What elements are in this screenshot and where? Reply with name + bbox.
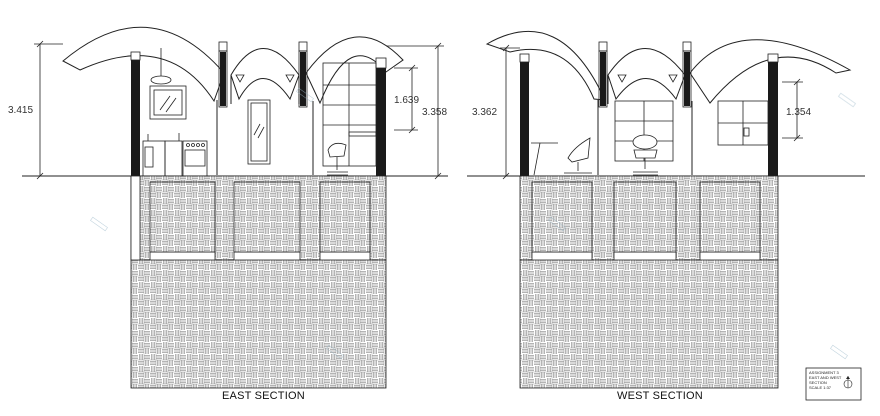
west-dimensions xyxy=(500,44,803,180)
west-vaults xyxy=(485,30,852,175)
east-section-title: EAST SECTION xyxy=(222,390,305,402)
west-section-title: WEST SECTION xyxy=(617,390,703,402)
east-section: 3.415 1.639 3.358 EAST SECTION xyxy=(8,26,448,402)
north-arrow-icon xyxy=(843,376,853,389)
west-foundation xyxy=(519,175,779,389)
west-section: 3.362 1.354 WEST SECTION xyxy=(467,30,865,402)
east-foundation xyxy=(130,175,387,389)
title-block-line4: SCALE 1:37 xyxy=(809,385,832,390)
title-block-line3: SECTION xyxy=(809,380,827,385)
title-block-line2: EAST AND WEST xyxy=(809,375,842,380)
east-vaults xyxy=(62,26,404,175)
west-dim-window: 1.354 xyxy=(786,107,811,118)
east-kitchen xyxy=(142,48,208,177)
title-block: ASSIGNMENT 3 EAST AND WEST SECTION SCALE… xyxy=(805,367,862,401)
west-dim-total: 3.362 xyxy=(472,107,497,118)
east-study xyxy=(322,62,377,176)
east-dim-total: 3.415 xyxy=(8,105,33,116)
east-dim-right: 3.358 xyxy=(422,107,447,118)
west-study xyxy=(531,100,769,176)
east-dim-window: 1.639 xyxy=(394,95,419,106)
east-columns xyxy=(130,41,387,176)
east-door xyxy=(247,99,271,165)
west-columns xyxy=(519,41,779,176)
watermark-marks xyxy=(90,87,856,360)
title-block-line1: ASSIGNMENT 3 xyxy=(809,370,839,375)
